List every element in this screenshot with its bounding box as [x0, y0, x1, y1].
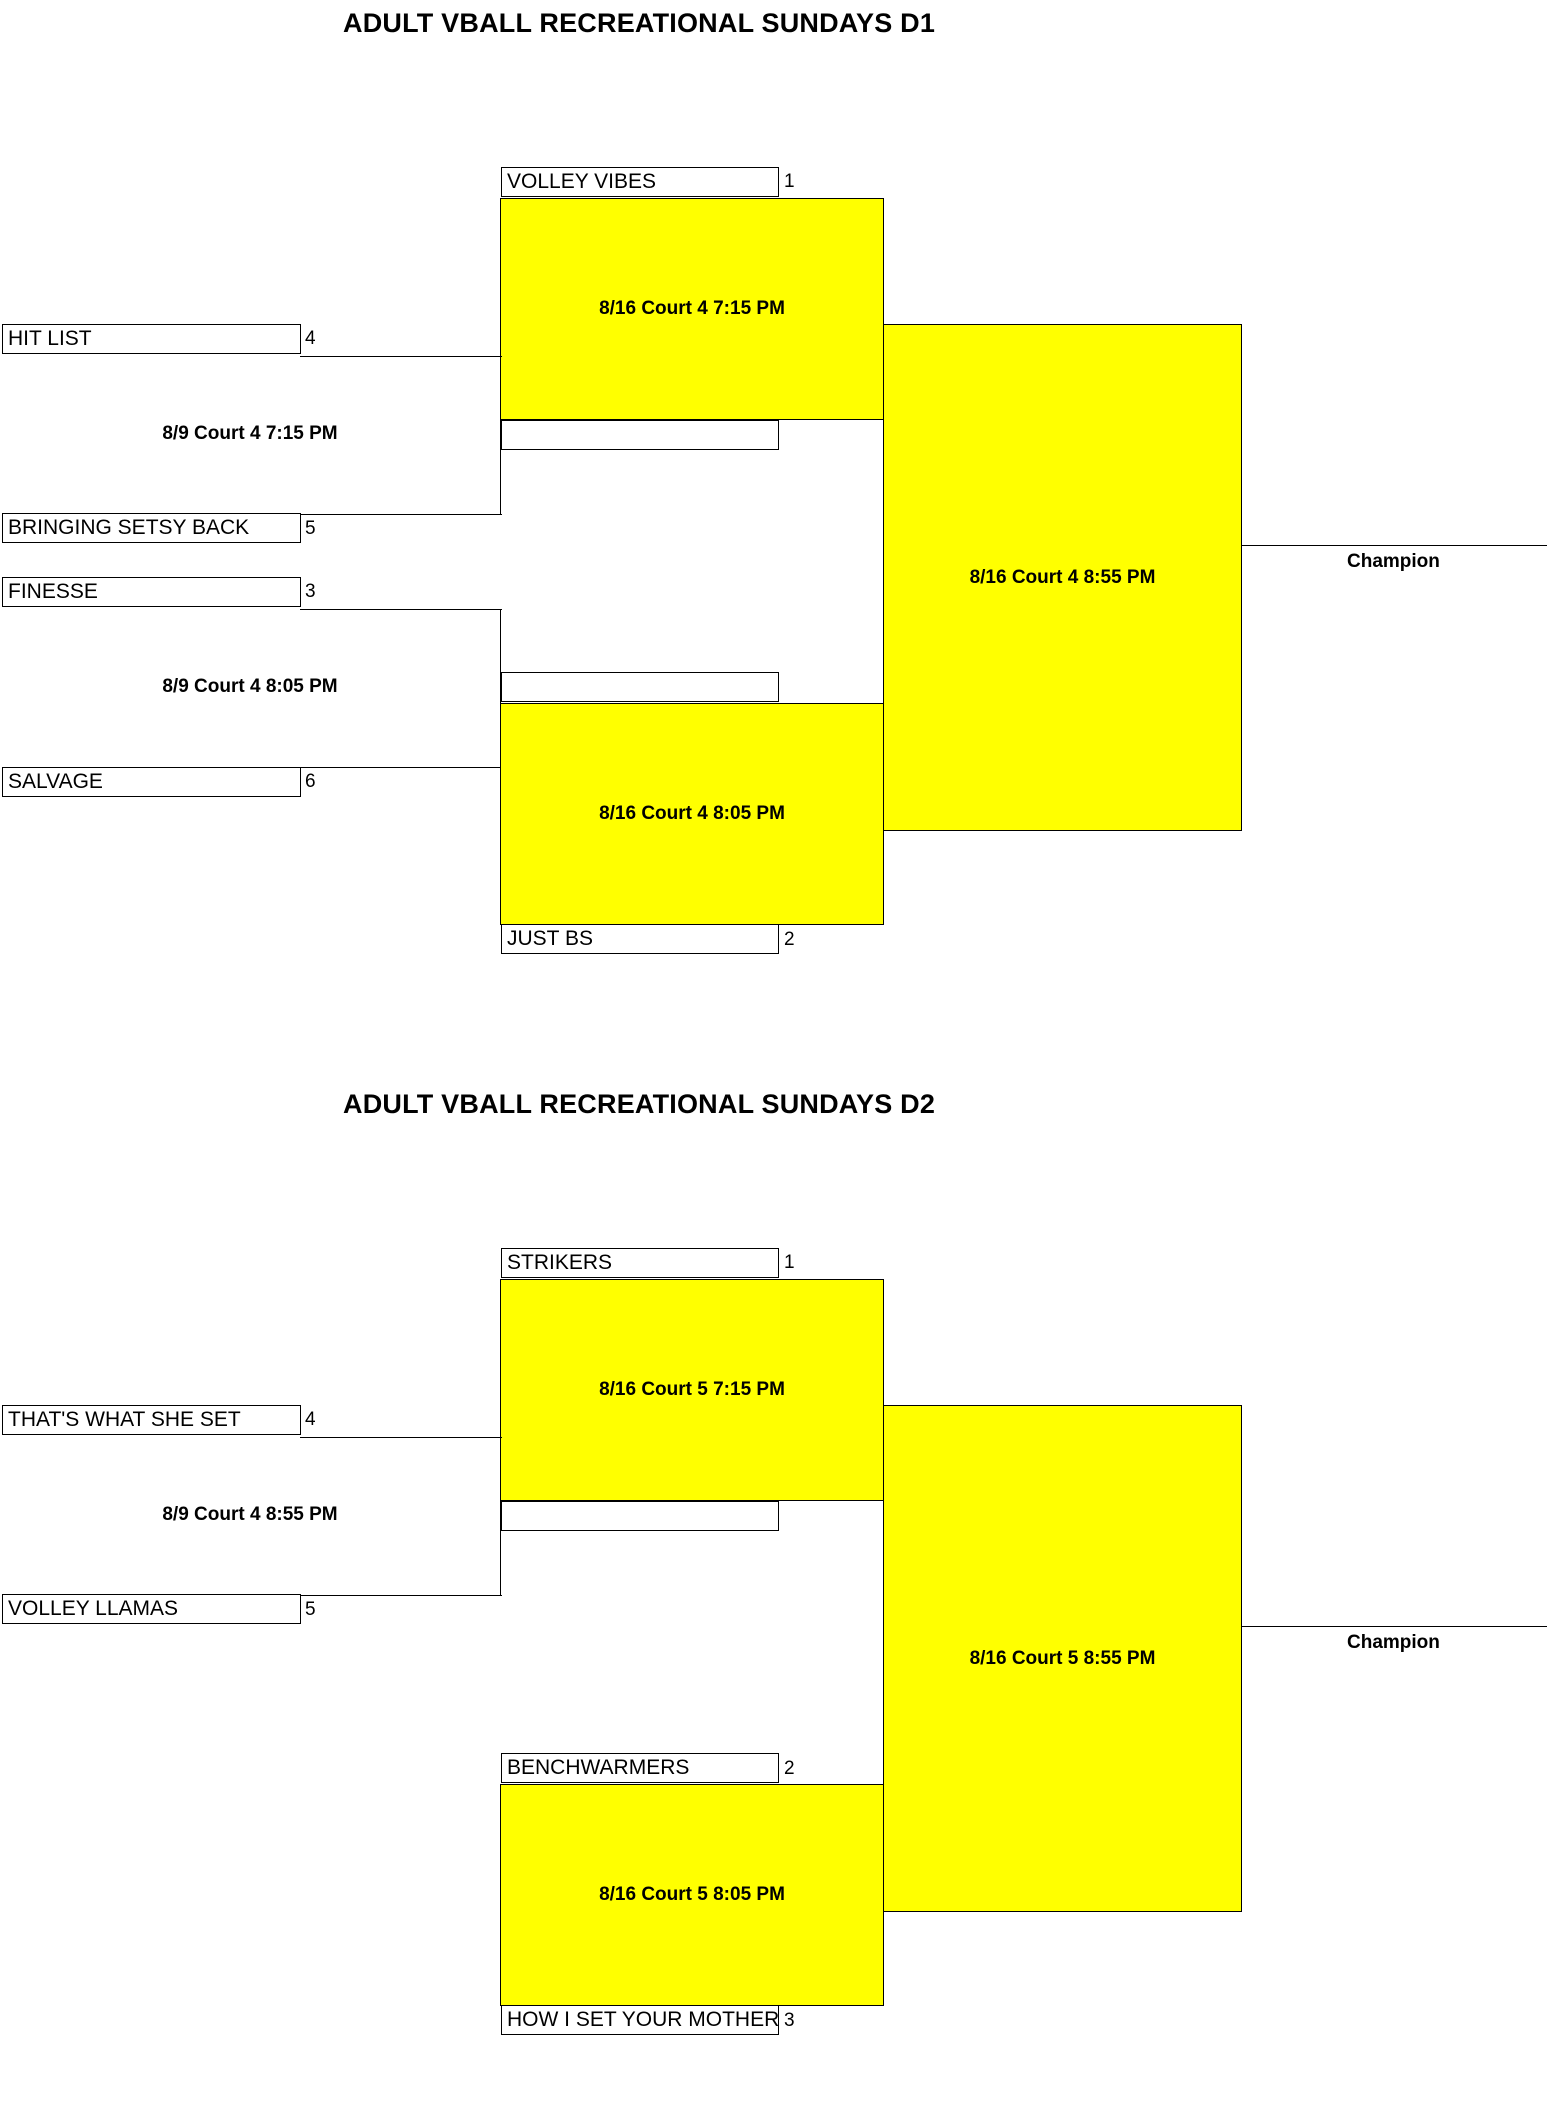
match-label: 8/16 Court 5 8:05 PM [599, 1884, 785, 1905]
winner-slot [501, 420, 779, 450]
match-box: 8/16 Court 4 7:15 PM [500, 198, 884, 420]
match-label: 8/9 Court 4 8:05 PM [162, 676, 338, 697]
bracket-line [500, 356, 501, 515]
seed-number: 5 [305, 518, 316, 539]
bracket-line [300, 1437, 502, 1438]
final-match-box: 8/16 Court 4 8:55 PM [883, 324, 1242, 831]
match-box: 8/16 Court 4 8:05 PM [500, 703, 884, 925]
winner-slot [501, 1501, 779, 1531]
team-slot: HIT LIST [2, 324, 301, 354]
division-1-bracket: ADULT VBALL RECREATIONAL SUNDAYS D1 VOLL… [2, 8, 1547, 954]
team-slot: STRIKERS [501, 1248, 779, 1278]
team-slot: JUST BS [501, 924, 779, 954]
team-slot: FINESSE [2, 577, 301, 607]
champion-line [1241, 545, 1547, 546]
bracket-line [300, 356, 502, 357]
match-label: 8/16 Court 4 7:15 PM [599, 298, 785, 319]
team-slot: BRINGING SETSY BACK [2, 513, 301, 543]
bracket-line [300, 514, 502, 515]
match-label: 8/16 Court 5 8:55 PM [969, 1647, 1156, 1669]
match-label: 8/9 Court 4 8:55 PM [162, 1504, 338, 1525]
seed-number: 2 [784, 929, 795, 950]
seed-number: 4 [305, 328, 316, 349]
match-box: 8/16 Court 5 8:05 PM [500, 1784, 884, 2006]
team-slot: VOLLEY VIBES [501, 167, 779, 197]
match-label: 8/9 Court 4 7:15 PM [162, 423, 338, 444]
division-title: ADULT VBALL RECREATIONAL SUNDAYS D1 [343, 8, 936, 38]
bracket-line [500, 609, 501, 768]
seed-number: 4 [305, 1409, 316, 1430]
seed-number: 3 [305, 581, 316, 602]
bracket-line [300, 767, 502, 768]
seed-number: 3 [784, 2010, 795, 2031]
seed-number: 2 [784, 1758, 795, 1779]
match-label: 8/16 Court 5 7:15 PM [599, 1379, 785, 1400]
team-slot: BENCHWARMERS [501, 1753, 779, 1783]
champion-line [1241, 1626, 1547, 1627]
division-2-bracket: ADULT VBALL RECREATIONAL SUNDAYS D2 STRI… [0, 1081, 1549, 2102]
champion-label: Champion [1347, 551, 1440, 572]
seed-number: 1 [784, 1252, 795, 1273]
final-match-box: 8/16 Court 5 8:55 PM [883, 1405, 1242, 1912]
seed-number: 6 [305, 771, 316, 792]
match-label: 8/16 Court 4 8:55 PM [969, 566, 1156, 588]
bracket-line [500, 1437, 501, 1596]
team-slot: SALVAGE [2, 767, 301, 797]
match-label: 8/16 Court 4 8:05 PM [599, 803, 785, 824]
champion-label: Champion [1347, 1632, 1440, 1653]
team-slot: VOLLEY LLAMAS [2, 1594, 301, 1624]
seed-number: 5 [305, 1599, 316, 1620]
match-box: 8/16 Court 5 7:15 PM [500, 1279, 884, 1501]
team-slot: HOW I SET YOUR MOTHER [501, 2005, 779, 2035]
bracket-line [300, 609, 502, 610]
division-title: ADULT VBALL RECREATIONAL SUNDAYS D2 [343, 1089, 936, 1119]
team-slot: THAT'S WHAT SHE SET [2, 1405, 301, 1435]
winner-slot [501, 672, 779, 702]
bracket-line [300, 1595, 502, 1596]
seed-number: 1 [784, 171, 795, 192]
